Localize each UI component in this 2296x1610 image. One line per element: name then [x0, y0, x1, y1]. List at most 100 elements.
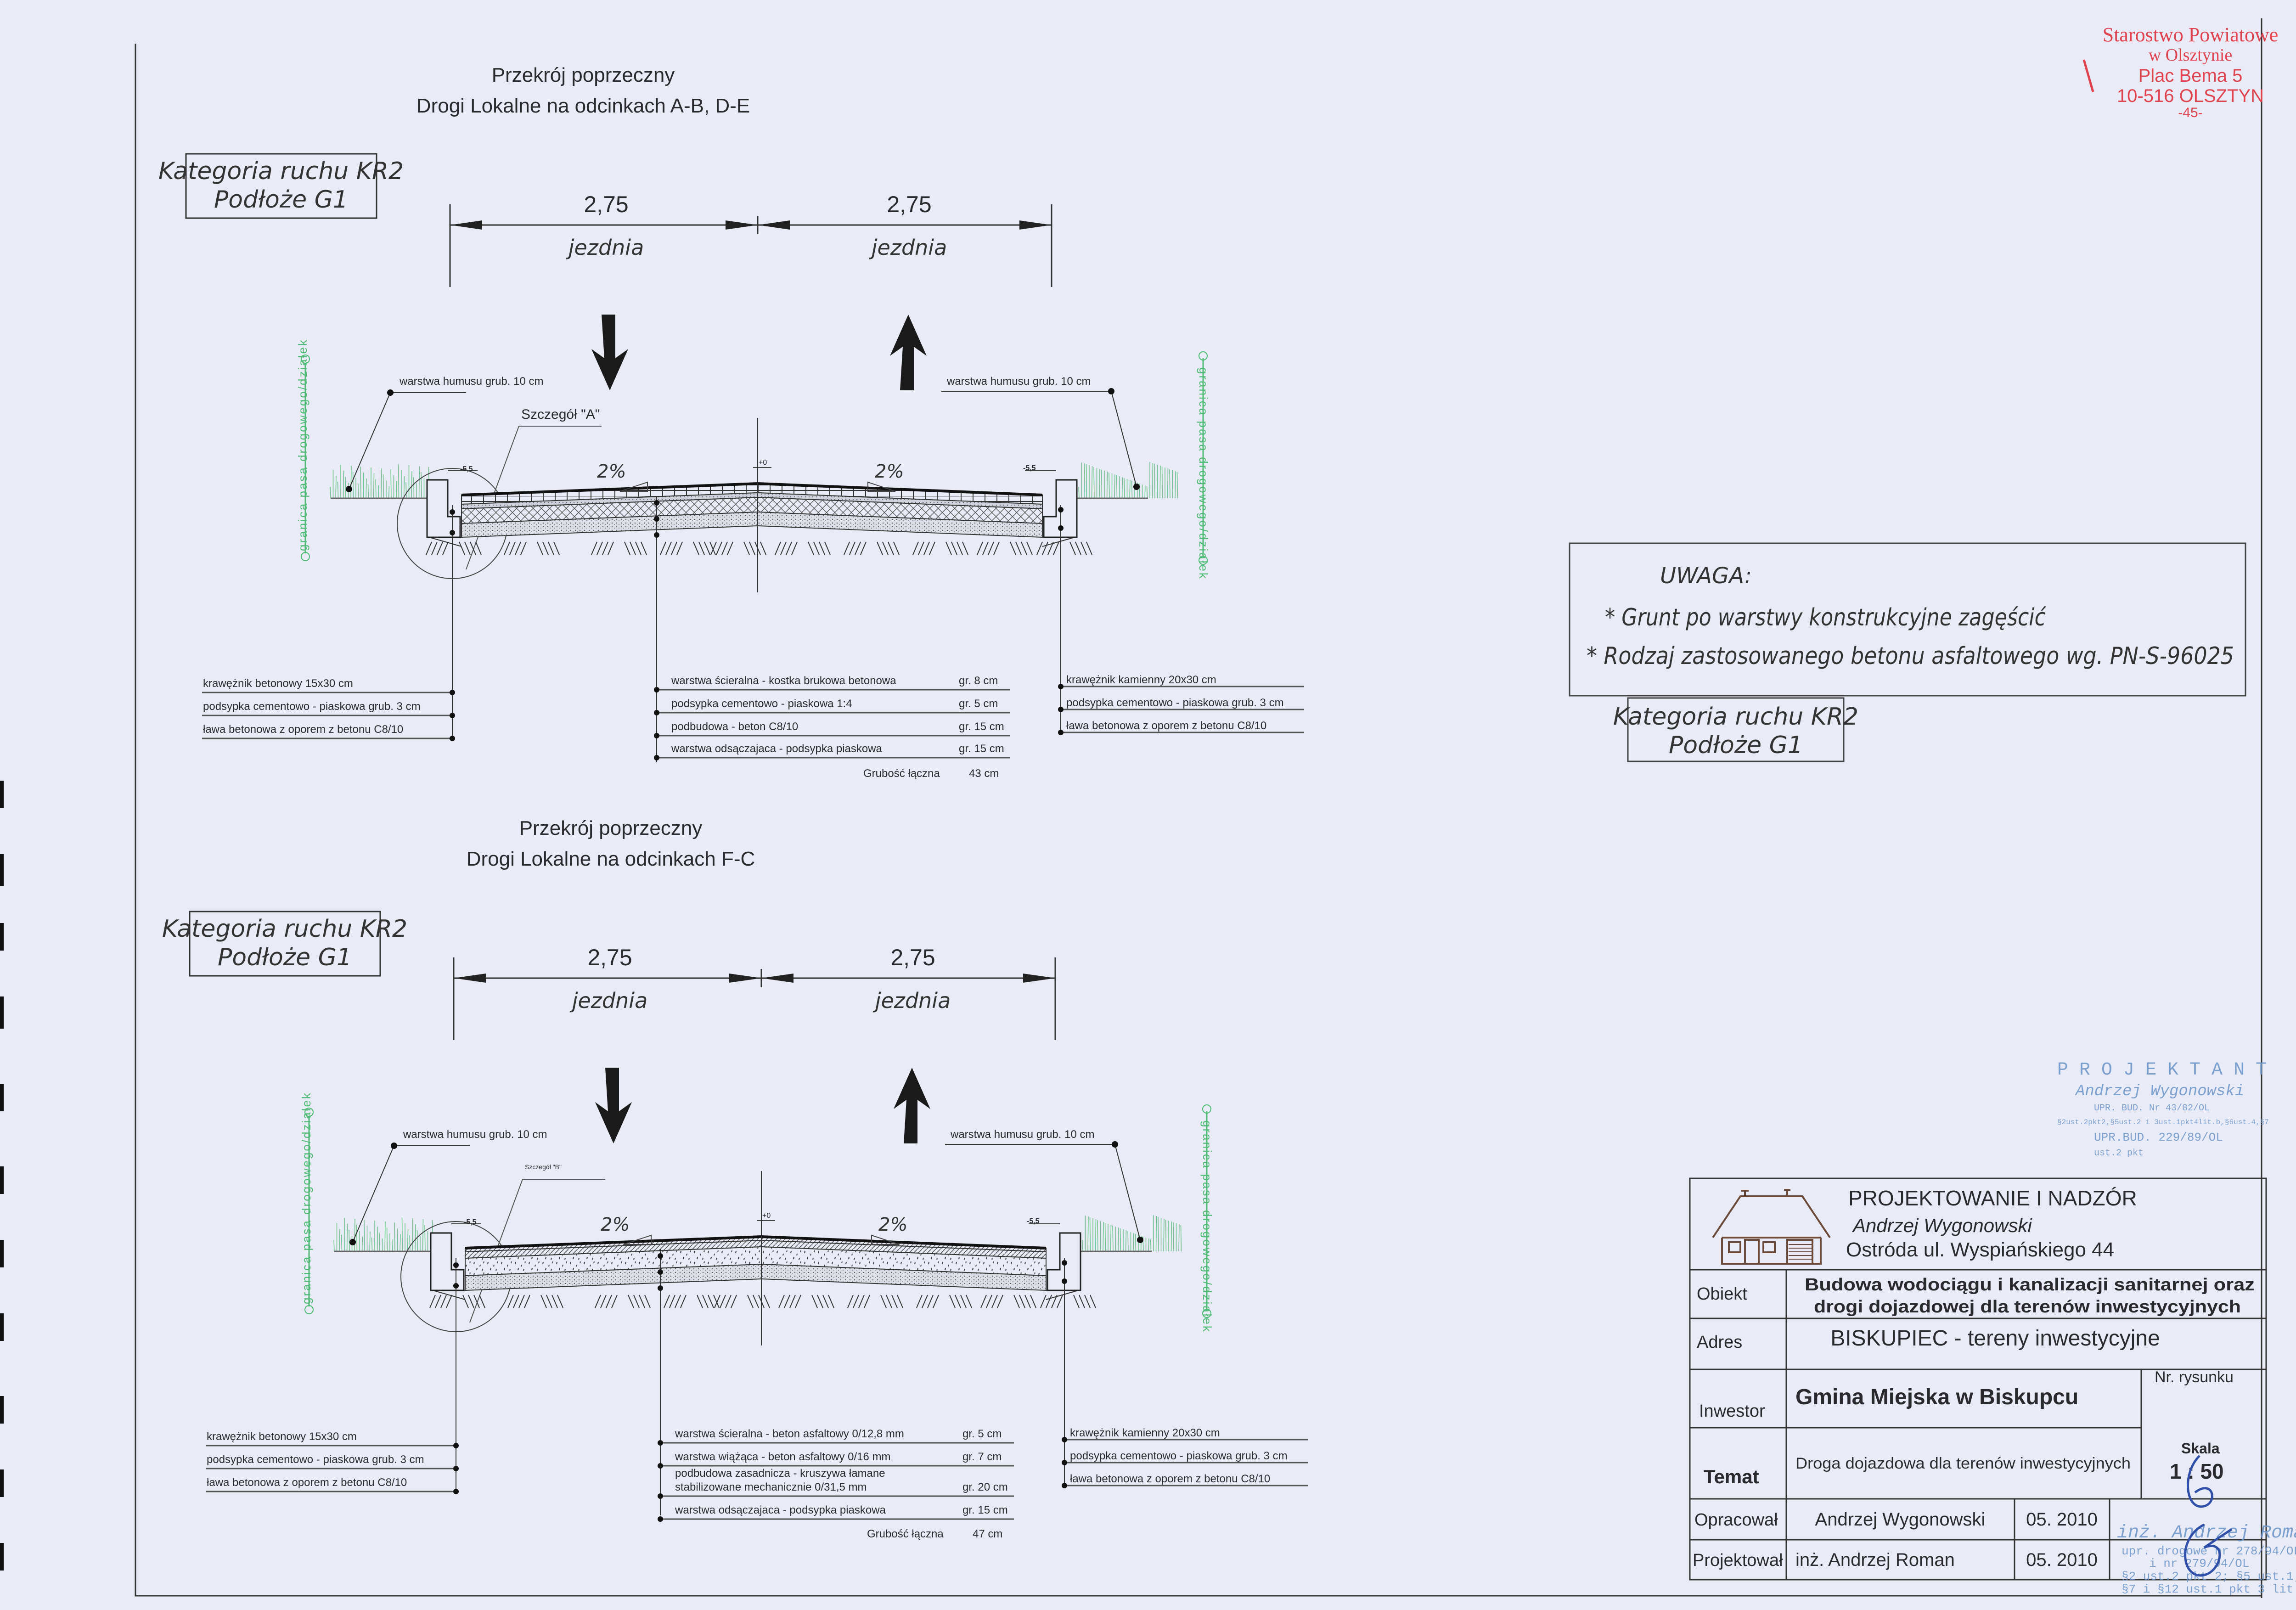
traffic-category: Kategoria ruchu KR2 [158, 158, 404, 185]
detail-label: Szczegół "B" [525, 1163, 562, 1171]
leader-dot [453, 1262, 459, 1268]
leader-dot [453, 1443, 459, 1448]
leader-dot [1133, 484, 1140, 490]
leader-dot [453, 1489, 459, 1494]
stamp-line: 10-516 OLSZTYN [2117, 86, 2264, 106]
slope-left: 2% [601, 1214, 630, 1235]
pavement-layer-thickness: gr. 5 cm [962, 1428, 1002, 1440]
pavement-layer-thickness: gr. 8 cm [959, 675, 998, 687]
opracowal-date: 05. 2010 [2026, 1509, 2098, 1530]
leader-dot [1058, 684, 1064, 689]
right-curb-layer: ława betonowa z oporem z betonu C8/10 [1066, 720, 1266, 732]
leader-dot [450, 509, 455, 515]
boundary-label-left: granica pasa drogowego/działek [296, 338, 310, 551]
obiekt-label: Obiekt [1697, 1284, 1747, 1304]
frame-border [135, 44, 2262, 1597]
leader-dot [1062, 1260, 1067, 1266]
leader-dot [450, 736, 455, 741]
leader-dot [1062, 1437, 1067, 1442]
stamp-line: UPR.BUD. 229/89/OL [2094, 1131, 2223, 1144]
stamp-line: Plac Bema 5 [2138, 66, 2243, 86]
opracowal-name: Andrzej Wygonowski [1815, 1509, 1986, 1530]
boundary-marker [1199, 351, 1208, 360]
leader-dot [346, 486, 352, 492]
total-thickness-label: Grubość łączna [867, 1528, 944, 1540]
scale-value: 1 : 50 [2170, 1459, 2224, 1483]
stamp-line: w Olsztynie [2149, 45, 2233, 65]
notes-box [1569, 542, 2246, 697]
leader-dot [450, 690, 455, 695]
stamp-line: ust.2 pkt [2094, 1148, 2144, 1159]
elevation-curb-left: -5,5 [464, 1218, 477, 1226]
elevation-curb-left: -5,5 [460, 465, 473, 473]
pavement-layer-name: warstwa ścieralna - beton asfaltowy 0/12… [675, 1428, 904, 1440]
lane-width-left: 2,75 [587, 945, 632, 970]
elevation-markers [448, 467, 1056, 492]
leader-dot [1112, 1141, 1118, 1148]
leader-dot [1062, 1483, 1067, 1488]
boundary-marker [301, 355, 310, 364]
note-item: * Rodzaj zastosowanego betonu asfaltoweg… [1587, 642, 2234, 670]
dimension-arrowheads [454, 974, 1055, 983]
slope-left: 2% [597, 461, 626, 482]
leader-dot [654, 532, 659, 538]
office-stamp: Starostwo Powiatowe w Olsztynie Plac Bem… [2082, 23, 2279, 120]
pavement-layer-thickness: gr. 15 cm [959, 743, 1004, 755]
stamp-line: §2ust.2pkt2,§5ust.2 i 3ust.1pkt4lit.b,§6… [2057, 1118, 2269, 1126]
pavement-layer-name: warstwa odsączajaca - podsypka piaskowa [675, 1504, 886, 1516]
leader-dot [658, 1285, 663, 1291]
opracowal-label: Opracował [1694, 1510, 1778, 1530]
label-underlines [202, 686, 1304, 759]
slope-right: 2% [878, 1214, 907, 1235]
pavement-layer-name-cont: stabilizowane mechanicznie 0/31,5 mm [675, 1481, 867, 1493]
right-curb-layer: ława betonowa z oporem z betonu C8/10 [1070, 1473, 1270, 1485]
right-curb-layer: krawężnik kamienny 20x30 cm [1066, 674, 1216, 686]
lane-label-right: jezdnia [869, 235, 947, 260]
scale-label: Skala [2181, 1440, 2220, 1457]
lane-width-right: 2,75 [887, 191, 931, 217]
section-title: Przekrój poprzeczny [519, 817, 703, 839]
left-curb-layer: ława betonowa z oporem z betonu C8/10 [203, 723, 403, 736]
left-curb-layer: krawężnik betonowy 15x30 cm [203, 677, 353, 690]
stamp-line: P R O J E K T A N T [2057, 1060, 2267, 1081]
company-owner: Andrzej Wygonowski [1851, 1215, 2032, 1236]
leader-dot [450, 530, 455, 535]
pavement-layer-thickness: gr. 15 cm [962, 1504, 1008, 1516]
leader-dot [1108, 388, 1114, 394]
company-name: PROJEKTOWANIE I NADZÓR [1848, 1186, 2137, 1210]
stamp-line: -45- [2178, 105, 2202, 120]
leader-dot [1062, 1278, 1067, 1284]
detail-label: Szczegół "A" [521, 407, 600, 422]
pavement-layer-name: warstwa odsączajaca - podsypka piaskowa [671, 743, 883, 755]
leader-dot [658, 1493, 663, 1499]
boundary-label-right: granica pasa drogowego/działek [1197, 367, 1210, 580]
boundary-marker [1199, 556, 1208, 565]
traffic-arrow-up-icon [894, 1068, 930, 1143]
boundary-label-left: granica pasa drogowego/działek [299, 1092, 313, 1304]
lane-label-left: jezdnia [569, 988, 648, 1013]
humus-label-right: warstwa humusu grub. 10 cm [946, 375, 1091, 388]
stamp-line: i nr 279/94/OL [2149, 1557, 2249, 1571]
left-curb-layer: podsypka cementowo - piaskowa grub. 3 cm [207, 1453, 424, 1466]
pavement-layer-thickness: gr. 20 cm [962, 1481, 1008, 1493]
traffic-category: Kategoria ruchu KR2 [1613, 703, 1858, 731]
traffic-category: Kategoria ruchu KR2 [162, 915, 407, 943]
humus-leader [349, 391, 1137, 490]
pavement-layer-name: warstwa wiążąca - beton asfaltowy 0/16 m… [675, 1451, 891, 1463]
elevation-center: +0 [759, 459, 767, 467]
curb-left [430, 1232, 465, 1291]
stamp-mark [2082, 59, 2094, 92]
leader-dot [658, 1253, 663, 1259]
leader-dot [654, 710, 659, 715]
boundary-marker [301, 552, 310, 561]
projektowal-label: Projektował [1693, 1551, 1783, 1570]
leader-dot [658, 1440, 663, 1446]
stamp-line: Starostwo Powiatowe [2103, 23, 2279, 46]
subgrade-category: Podłoże G1 [218, 944, 352, 971]
stamp-line: UPR. BUD. Nr 43/82/OL [2094, 1103, 2210, 1114]
leader-dot [654, 500, 659, 506]
humus-label-right: warstwa humusu grub. 10 cm [950, 1128, 1094, 1141]
subgrade-category: Podłoże G1 [214, 186, 348, 214]
